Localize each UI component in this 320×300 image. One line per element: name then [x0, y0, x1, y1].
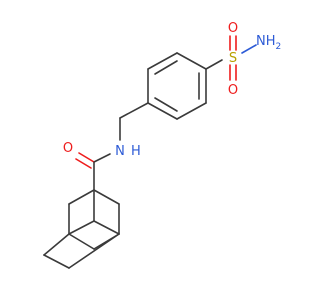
- bond-ad-1: [68, 189, 95, 205]
- bond-ad-8: [68, 233, 95, 250]
- atom-o-bottom: O: [228, 83, 238, 98]
- bond-ad-6: [68, 220, 95, 235]
- bond-s-n: [241, 44, 257, 54]
- adamantane-cage: [43, 189, 120, 269]
- bond-ring-ch2: [119, 102, 149, 119]
- bond-ad-7: [93, 220, 120, 235]
- molecule-diagram: O S O NH2 N H O: [43, 21, 281, 269]
- bond-ad-11: [43, 254, 70, 269]
- bond-ad-12: [68, 233, 120, 269]
- atom-amide-h: H: [131, 144, 141, 159]
- bond-ring-3: [176, 102, 207, 120]
- bond-ring-4-inner: [154, 97, 178, 112]
- benzene-ring: [147, 52, 207, 120]
- bond-ring-4: [147, 102, 178, 120]
- bond-c-o-b: [75, 158, 92, 169]
- bond-c-o-a: [78, 152, 95, 163]
- atom-sulfur: S: [229, 51, 237, 66]
- atom-amide-n: N: [115, 144, 125, 159]
- atom-nh2-sub: 2: [276, 42, 282, 52]
- bond-ring-6: [147, 52, 178, 70]
- carbonyl-group: O: [63, 141, 95, 191]
- linker: N H: [93, 102, 149, 163]
- bond-n-carbonyl: [93, 153, 111, 163]
- atom-amide-o: O: [63, 141, 73, 156]
- structure-svg: O S O NH2 N H O: [43, 21, 281, 269]
- bond-ring-s: [205, 59, 223, 70]
- atom-nh: NH: [256, 34, 276, 49]
- atom-nh2: NH2: [256, 34, 281, 52]
- bond-ad-2: [93, 189, 120, 205]
- bond-ad-10: [43, 233, 70, 256]
- sulfonamide-group: O S O NH2: [205, 21, 281, 98]
- atom-o-top: O: [228, 21, 238, 36]
- bond-ring-6-inner: [154, 60, 178, 75]
- bond-ring-1: [176, 52, 207, 70]
